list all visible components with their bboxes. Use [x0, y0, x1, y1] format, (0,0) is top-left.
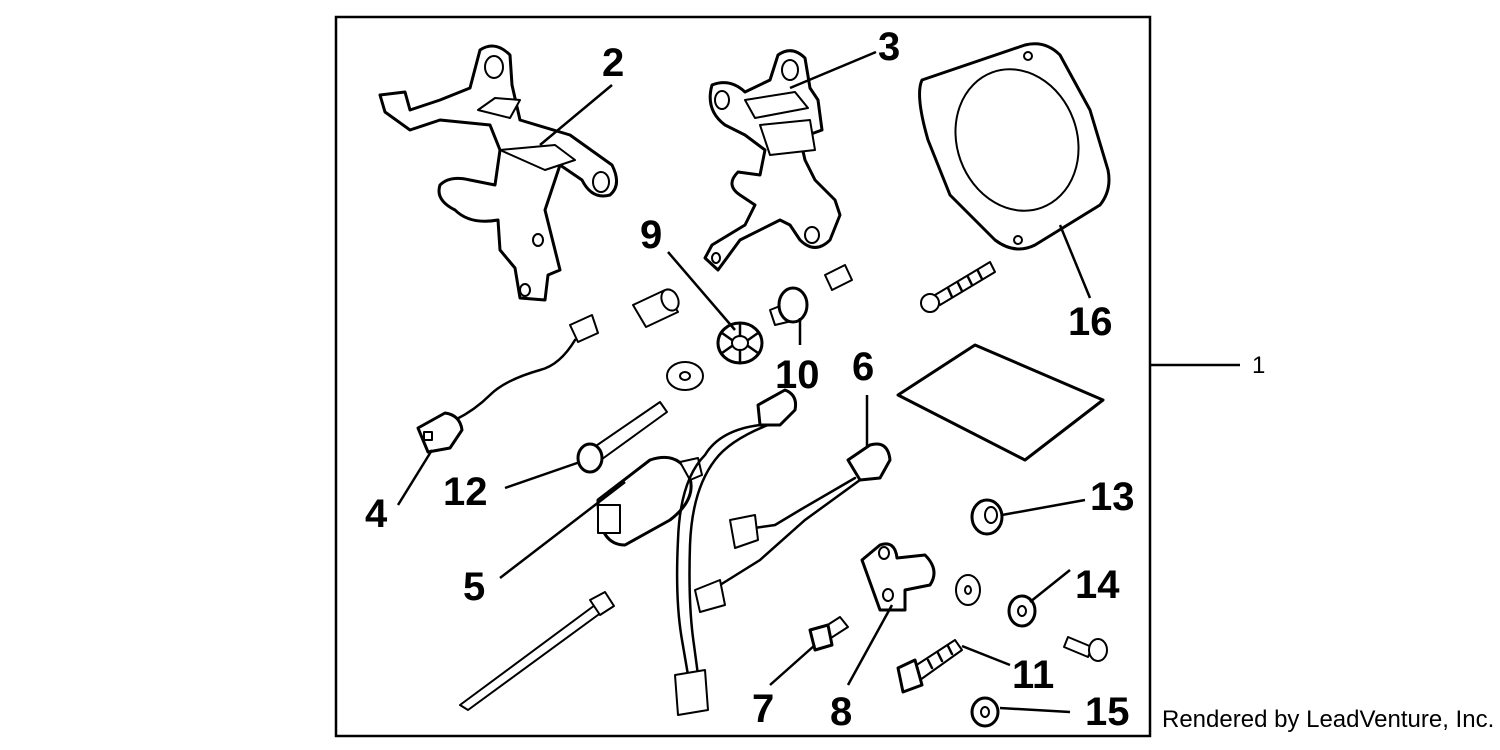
leader-5	[499, 481, 626, 579]
washer-left-hole	[679, 371, 691, 381]
callout-12: 12	[443, 470, 488, 514]
bracket-part-2[interactable]	[378, 44, 618, 302]
callout-14: 14	[1075, 563, 1120, 607]
callout-3: 3	[878, 25, 900, 69]
callout-9: 9	[640, 213, 662, 257]
leader-16	[1058, 224, 1092, 299]
bolt-part-11[interactable]	[896, 639, 963, 694]
callout-11: 11	[1012, 653, 1054, 697]
callout-4: 4	[365, 492, 388, 536]
leader-14	[1029, 569, 1071, 603]
collar-small[interactable]	[824, 264, 853, 291]
washer-part-14[interactable]	[1007, 594, 1037, 628]
bracket-part-8[interactable]	[860, 542, 936, 612]
leader-8	[846, 604, 894, 686]
leader-13	[1001, 498, 1086, 517]
leader-4	[396, 449, 434, 506]
cable-tie[interactable]	[459, 591, 615, 711]
leader-2	[539, 84, 613, 146]
long-harness[interactable]	[674, 388, 797, 716]
small-bolt[interactable]	[1063, 636, 1108, 662]
callout-16: 16	[1068, 300, 1113, 344]
kit-border	[334, 15, 1152, 738]
callout-5: 5	[463, 565, 485, 609]
render-credit: Rendered by LeadVenture, Inc.	[1162, 706, 1495, 733]
callout-6: 6	[852, 345, 874, 389]
bushing-part-10[interactable]	[769, 286, 809, 326]
harness-part-6[interactable]	[694, 442, 892, 613]
grommet-part-9[interactable]	[716, 321, 764, 365]
adhesive-pad[interactable]	[896, 343, 1105, 462]
sensor-part-5[interactable]	[596, 455, 703, 547]
callout-13: 13	[1090, 475, 1135, 519]
callout-1: 1	[1252, 352, 1265, 379]
leader-15	[999, 706, 1071, 714]
bracket-part-3[interactable]	[703, 49, 842, 272]
gasket-part-16[interactable]	[918, 42, 1111, 251]
flange-nut-part-13[interactable]	[970, 498, 1004, 536]
bolt-part-12[interactable]	[576, 401, 668, 474]
callout-10: 10	[775, 353, 820, 397]
leader-11	[961, 644, 1011, 667]
leader-7	[769, 644, 816, 686]
leader-9	[667, 251, 736, 331]
callout-7: 7	[752, 687, 774, 731]
nut-part-7[interactable]	[808, 616, 849, 652]
leader-12	[504, 460, 581, 490]
clip-part-15[interactable]	[970, 696, 1000, 728]
long-bolt[interactable]	[920, 261, 996, 313]
leader-3	[789, 50, 877, 90]
callout-2: 2	[602, 41, 624, 85]
callout-15: 15	[1085, 690, 1130, 734]
wire-part-4[interactable]	[416, 314, 599, 454]
callout-8: 8	[830, 690, 852, 734]
collar-left[interactable]	[632, 287, 682, 328]
washer-mid-hole	[964, 585, 972, 595]
